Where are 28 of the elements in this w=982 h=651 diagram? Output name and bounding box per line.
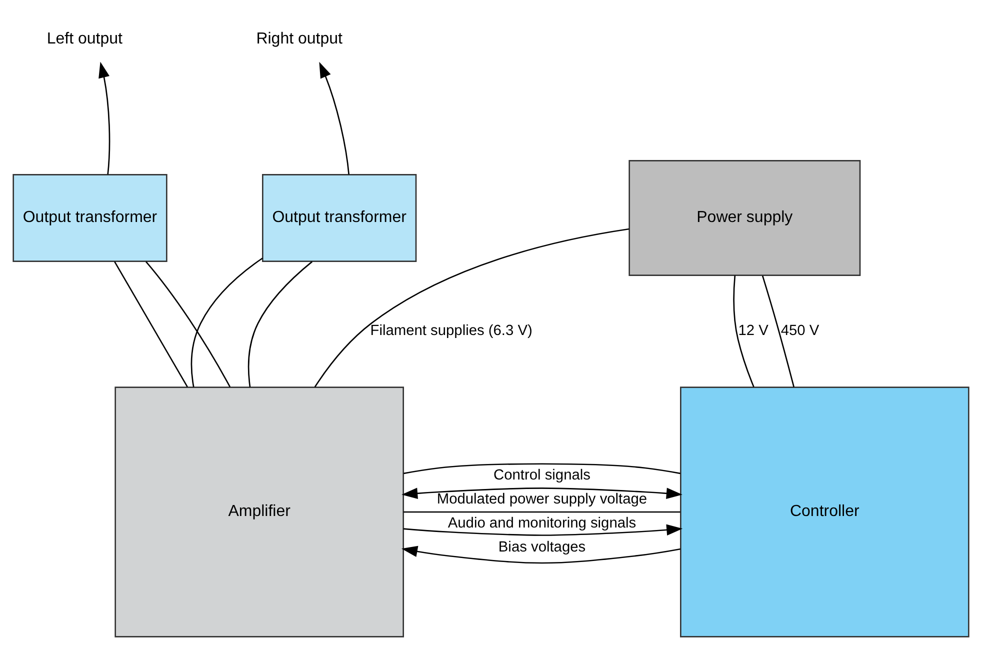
arrow <box>98 61 110 174</box>
arrow <box>401 545 681 564</box>
node-text: Left output <box>46 30 122 47</box>
edge-label: Audio and monitoring signals <box>448 515 636 532</box>
connector <box>190 257 263 387</box>
connector <box>733 274 754 387</box>
edge-label: 450 V <box>780 322 820 339</box>
connector <box>403 510 680 512</box>
node-box: Amplifier <box>114 386 404 637</box>
edge-label: Modulated power supply voltage <box>436 491 648 508</box>
node-text: Right output <box>256 30 342 47</box>
edge-label: 12 V <box>738 322 768 339</box>
arrow <box>403 524 683 536</box>
connector <box>762 275 795 387</box>
edge-label: Filament supplies (6.3 V) <box>370 322 532 339</box>
edge-label: Bias voltages <box>498 539 586 556</box>
node-box: Output transformer <box>262 174 417 262</box>
connector <box>114 260 188 387</box>
edge-label: Control signals <box>494 467 590 484</box>
connector <box>248 260 312 387</box>
node-box: Output transformer <box>12 174 168 262</box>
node-box: Power supply <box>628 160 861 276</box>
connector <box>314 228 630 387</box>
connector <box>404 462 680 474</box>
arrow <box>319 61 350 174</box>
connector <box>146 260 231 387</box>
node-box: Controller <box>680 386 970 637</box>
arrow <box>402 487 682 498</box>
